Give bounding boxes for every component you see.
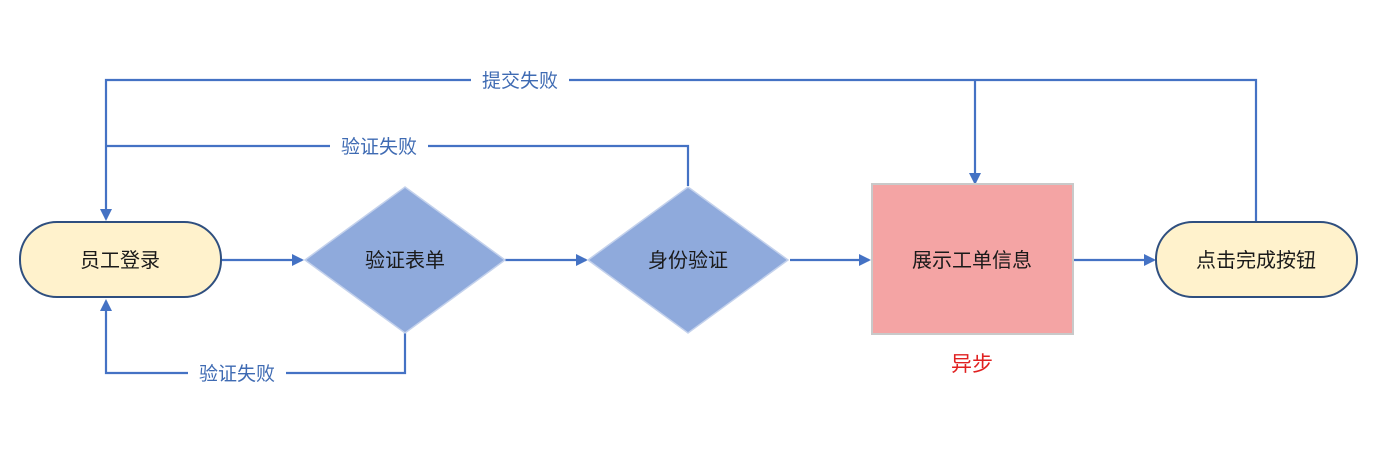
label-verify-failed-bottom: 验证失败: [199, 363, 275, 385]
label-submit-failed: 提交失败: [482, 70, 558, 92]
label-verify-failed-top: 验证失败: [341, 136, 417, 158]
node-show-ticket-info: 展示工单信息: [871, 183, 1074, 335]
node-employee-login-label: 员工登录: [80, 248, 160, 272]
edge-submit-failed-to-login: [100, 78, 1258, 221]
node-click-complete-label: 点击完成按钮: [1196, 248, 1316, 272]
label-submit-failed-group: 提交失败: [471, 69, 569, 92]
node-validate-form-label: 验证表单: [365, 248, 445, 272]
node-validate-form: 验证表单: [303, 186, 507, 334]
node-employee-login: 员工登录: [19, 221, 222, 298]
node-click-complete: 点击完成按钮: [1155, 221, 1358, 298]
node-show-ticket-info-label: 展示工单信息: [912, 248, 1032, 272]
node-identity-verify: 身份验证: [586, 186, 790, 334]
label-verify-failed-top-group: 验证失败: [330, 135, 428, 158]
node-identity-verify-label: 身份验证: [648, 248, 728, 272]
label-verify-failed-bottom-group: 验证失败: [188, 362, 286, 385]
edge-identity-verify-failed: [106, 144, 690, 186]
async-annotation: 异步: [951, 352, 993, 376]
